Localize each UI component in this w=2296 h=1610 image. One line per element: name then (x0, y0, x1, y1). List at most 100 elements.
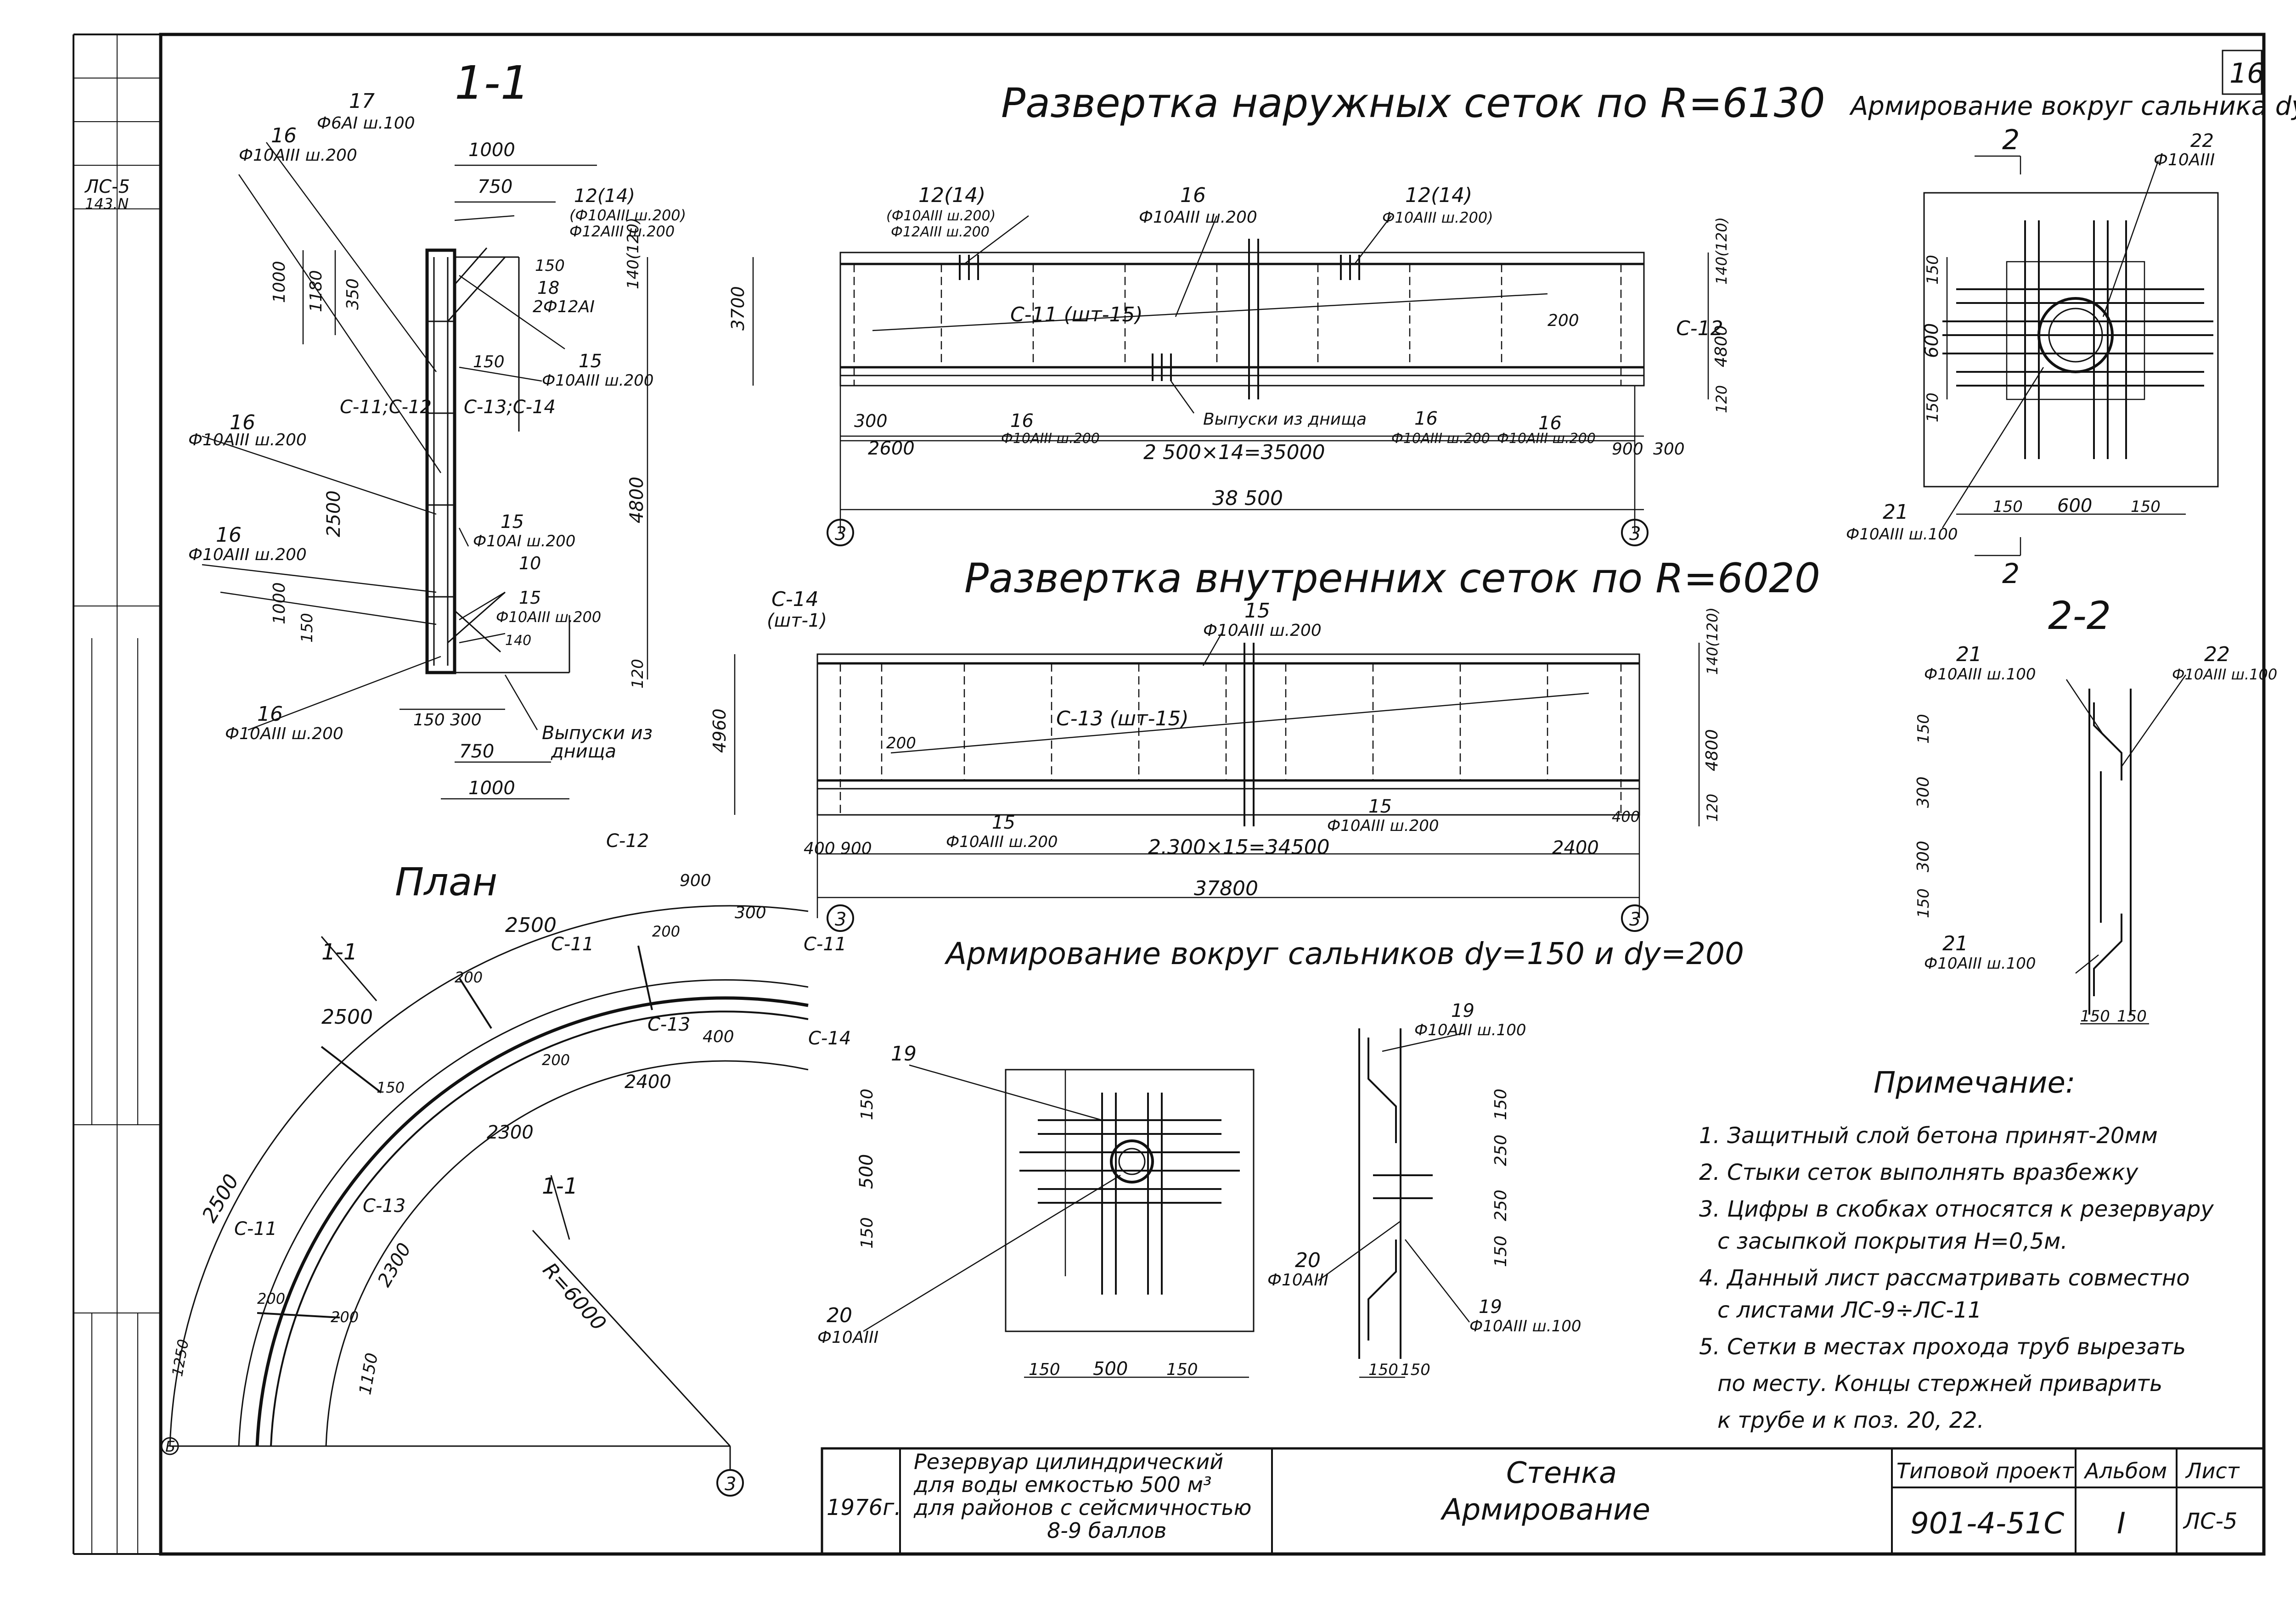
lbl: Ф10АIII (2154, 151, 2215, 169)
lbl: днища (551, 741, 616, 762)
lbl: 150 (2117, 1007, 2147, 1026)
lbl: Выпуски из (542, 723, 653, 744)
lbl: 3700 (728, 286, 748, 331)
lbl: 120 (1713, 385, 1730, 413)
lbl: 22 (2204, 643, 2230, 666)
album-label: Альбом (2083, 1459, 2167, 1483)
side-stamp-lines (73, 78, 161, 1554)
lbl: 15 (579, 351, 602, 372)
lbl: С-11;С-12 (340, 397, 432, 418)
lbl: 15 (992, 812, 1015, 833)
gland-300: Армирование вокруг сальника dу=300 2 22 … (1846, 91, 2296, 590)
lbl: 200 (1548, 311, 1579, 330)
lbl: 2300 (487, 1122, 534, 1143)
lbl: 20 (1295, 1249, 1321, 1272)
lbl: 15 (1368, 796, 1392, 817)
lbl: 140(120) (1713, 217, 1730, 285)
lbl: Ф10АIII ш.100 (1414, 1021, 1526, 1039)
lbl: 150 (535, 257, 565, 275)
lbl: 250 (1491, 1134, 1510, 1166)
lbl: 300 (854, 411, 888, 431)
lbl: 2Ф12АI (533, 297, 595, 316)
lbl: 16 (1414, 408, 1438, 429)
lbl: Выпуски из днища (1203, 410, 1367, 429)
lbl: 120 (629, 659, 647, 689)
inner-unfolding: Развертка внутренних сеток по R=6020 С-1… (709, 555, 1820, 932)
outer-title: Развертка наружных сеток по R=6130 (1001, 79, 1825, 127)
lbl: 150 (1924, 393, 1942, 422)
lbl: 1000 (468, 778, 515, 799)
sheet-value: ЛС-5 (2183, 1509, 2237, 1534)
lbl: 21 (1956, 643, 1982, 666)
axis-mark: Б (165, 1438, 175, 1455)
lbl: Ф10АIII ш.200 (188, 431, 307, 449)
type-label: Типовой проект (1896, 1459, 2074, 1483)
lbl: 200 (542, 1051, 570, 1069)
lbl: 200 (652, 923, 680, 940)
wall-section (425, 248, 456, 674)
lbl: 150 (1029, 1360, 1060, 1379)
lbl: 200 (331, 1308, 359, 1326)
lbl: 4960 (709, 708, 730, 753)
lbl: 10 (519, 553, 541, 573)
lbl: 2 (2002, 558, 2020, 590)
lbl: С-11 (551, 934, 594, 955)
note-line: с засыпкой покрытия Н=0,5м. (1717, 1229, 2068, 1254)
lbl: 150 (1914, 714, 1933, 744)
note-line: к трубе и к поз. 20, 22. (1717, 1408, 1984, 1433)
stamp-text-1: ЛС-5 (84, 176, 130, 197)
project-line: 8-9 баллов (1047, 1518, 1166, 1543)
lbl: 150 (858, 1217, 877, 1249)
lbl: 150 (1491, 1235, 1510, 1267)
stamp-text-2: 143.N (85, 195, 129, 213)
lbl: (шт-1) (767, 610, 827, 631)
drawing-title: Стенка (1506, 1456, 1617, 1490)
lbl: 16 (1180, 184, 1206, 207)
lbl: 12(14) (574, 185, 635, 207)
lbl: 2.300×15=34500 (1148, 836, 1330, 859)
lbl: 750 (459, 741, 494, 762)
lbl: Ф6АI ш.100 (317, 114, 415, 133)
lbl: 250 (1491, 1189, 1510, 1221)
lbl: 600 (1921, 323, 1942, 358)
lbl: 150 (473, 353, 505, 371)
lbl: 900 (680, 871, 711, 890)
lbl: 20 (827, 1304, 852, 1327)
lbl: 18 (537, 278, 559, 298)
lbl: Ф10АIII ш.200 (239, 146, 357, 165)
lbl: 600 (2057, 495, 2092, 516)
lbl: 2500 (505, 914, 557, 937)
note-line: по месту. Концы стержней приварить (1717, 1371, 2162, 1397)
lbl: Ф10АIII ш.200 (542, 371, 654, 390)
lbl: Ф10АIII ш.100 (2172, 666, 2277, 683)
lbl: 22 (2190, 130, 2214, 151)
lbl: 140(120) (1704, 607, 1721, 675)
lbl: 200 (257, 1290, 285, 1307)
lbl: Ф10АIII ш.200 (946, 833, 1058, 851)
lbl: 150 (2131, 498, 2161, 516)
lbl: Ф10АIII ш.200 (496, 608, 601, 626)
lbl: 19 (1479, 1296, 1502, 1318)
axis-mark: 3 (725, 1474, 736, 1495)
lbl: 2400 (625, 1071, 671, 1093)
lbl: 150 (1166, 1360, 1198, 1379)
note-line: 1. Защитный слой бетона принят-20мм (1699, 1123, 2158, 1149)
gland-150-200: Армирование вокруг сальников dу=150 и dу… (817, 936, 1744, 1380)
lbl: 150 (1368, 1361, 1398, 1379)
lbl: 15 (519, 588, 541, 608)
lbl: 15 (501, 511, 524, 533)
lbl: 2500 (323, 490, 344, 537)
lbl: С-13 (шт-15) (1056, 707, 1189, 730)
lbl: 150 (1993, 498, 2023, 516)
lbl: 16 (1538, 413, 1562, 434)
lbl: 120 (1704, 794, 1721, 822)
lbl: Ф10АIII ш.200 (1497, 431, 1596, 447)
lbl: 2300 (374, 1240, 416, 1290)
lbl: 150 (1924, 255, 1942, 285)
note-line: 2. Стыки сеток выполнять вразбежку (1699, 1160, 2138, 1185)
lbl: 1150 (356, 1352, 382, 1396)
lbl: 750 (478, 176, 512, 197)
lbl: 150 (2080, 1007, 2110, 1026)
lbl: Ф10АIII (1267, 1271, 1328, 1290)
